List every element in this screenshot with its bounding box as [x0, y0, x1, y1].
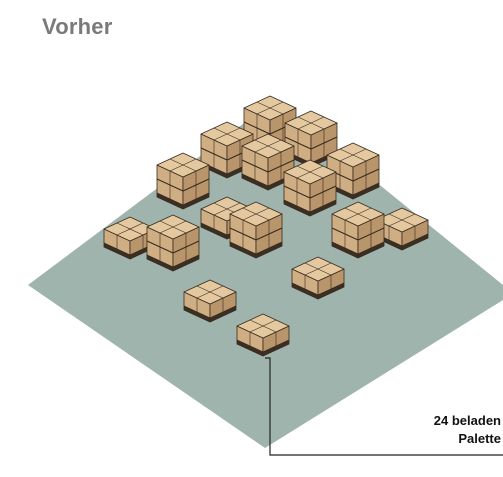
loaded-pallet — [147, 215, 199, 271]
loaded-pallet — [284, 160, 336, 216]
loaded-pallet — [332, 202, 384, 258]
callout-line-2: Palette — [434, 430, 501, 448]
loaded-pallet — [157, 153, 209, 209]
pallet-callout: 24 beladen Palette — [434, 412, 501, 448]
loaded-pallet — [230, 202, 282, 258]
callout-line-1: 24 beladen — [434, 412, 501, 430]
